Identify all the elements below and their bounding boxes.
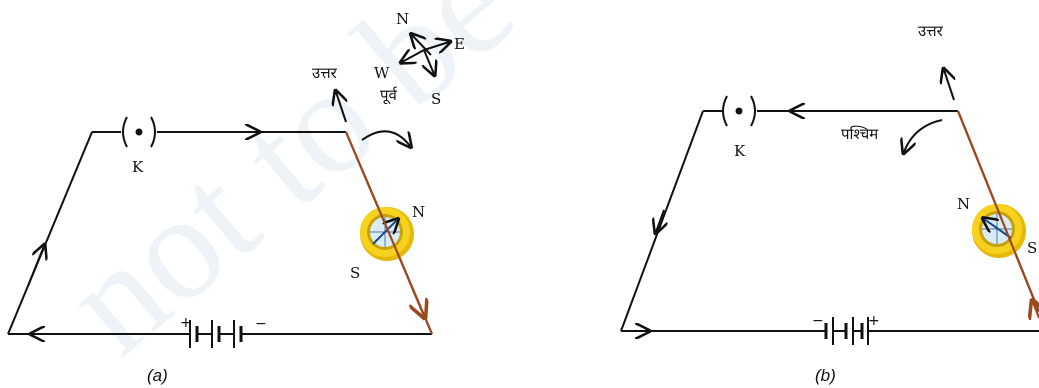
battery-b (810, 317, 872, 345)
battery-minus: − (255, 316, 267, 332)
caption-b: (b) (815, 366, 836, 385)
north-label: उत्तर (312, 64, 338, 82)
battery-plus: + (180, 315, 192, 331)
battery (178, 320, 262, 348)
deflection-arrow-west (904, 119, 943, 152)
compass-needle-b (984, 219, 1012, 239)
rose-n: N (396, 10, 409, 28)
north-arrow-b (944, 70, 954, 101)
rose-w: W (374, 64, 390, 82)
panel-b: K − + उत्तर पश्चिम (620, 22, 1039, 385)
needle-north-b: N (957, 195, 970, 213)
compass-needle-a (372, 220, 397, 245)
key-label: K (132, 158, 144, 176)
compass-a (360, 207, 414, 261)
east-label: पूर्व (380, 86, 398, 105)
key-label-b: K (734, 142, 746, 160)
rose-e: E (454, 35, 465, 53)
deflection-arrow-east (361, 130, 410, 146)
copper-current-arrow-b (1033, 302, 1039, 318)
compass-b (972, 204, 1026, 258)
key-switch-b[interactable] (722, 95, 756, 127)
needle-north-a: N (412, 203, 425, 221)
caption-a: (a) (147, 366, 168, 385)
north-arrow (336, 92, 346, 123)
key-switch[interactable] (122, 116, 156, 148)
wire-left-b (620, 110, 704, 332)
north-label-b: उत्तर (918, 22, 944, 40)
needle-south-a: S (350, 264, 360, 282)
copper-wire-over-b (956, 110, 1039, 313)
needle-south-b: S (1027, 239, 1037, 257)
battery-minus-b: − (812, 313, 824, 329)
battery-plus-b: + (868, 313, 880, 329)
current-arrow-left-b (656, 209, 664, 232)
compass-rose (402, 35, 449, 74)
watermark: not to be (35, 0, 544, 385)
west-label: पश्चिम (841, 125, 879, 143)
wire-left (7, 131, 93, 335)
rose-s: S (431, 90, 441, 108)
copper-wire-over (344, 131, 434, 335)
current-arrow-left (27, 246, 44, 287)
panel-a: K + − उत्तर पूर्व N E (7, 10, 465, 385)
